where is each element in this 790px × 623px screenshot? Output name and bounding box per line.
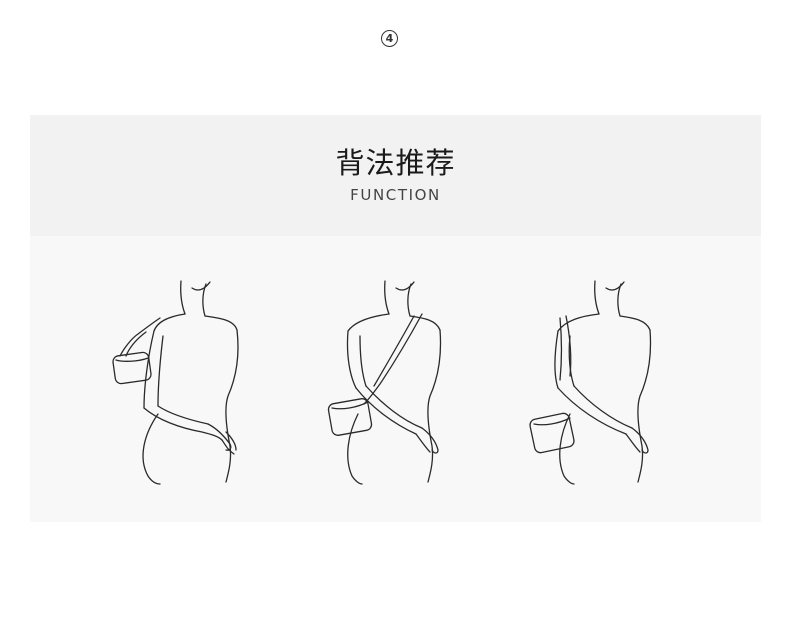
carry-styles-illustration: [30, 236, 761, 522]
figure-side-shoulder-carry: [529, 280, 652, 485]
section-title: 背法推荐: [335, 146, 456, 180]
figure-shoulder-carry: [112, 280, 239, 485]
section-header: 背法推荐 FUNCTION: [30, 115, 761, 236]
step-number-badge: 4: [381, 30, 398, 47]
section-subtitle: FUNCTION: [350, 186, 441, 204]
figure-crossbody-carry: [327, 280, 442, 485]
